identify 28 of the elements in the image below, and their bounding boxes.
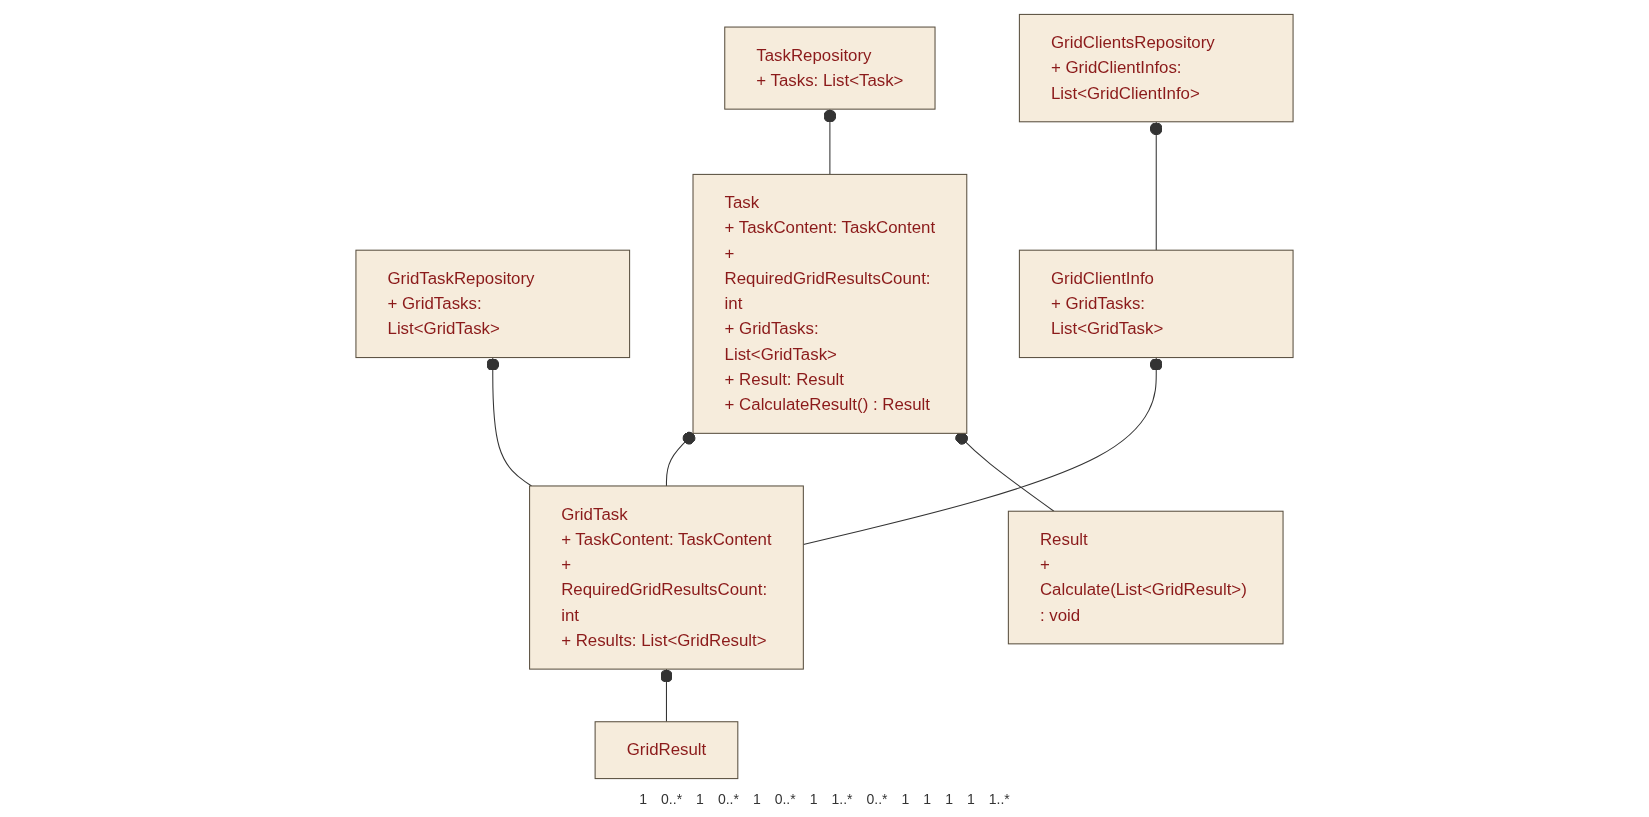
connector bbox=[660, 668, 673, 723]
connector bbox=[1149, 121, 1163, 251]
multiplicity-label: 1 bbox=[945, 791, 953, 807]
node-box: TaskRepository + Tasks: List<Task> bbox=[724, 26, 936, 110]
multiplicity-label: 1 bbox=[809, 791, 818, 807]
multiplicity-label: 0..* bbox=[866, 791, 888, 807]
multiplicity-label: 0..* bbox=[774, 791, 796, 807]
node-box: GridClientInfo + GridTasks: List<GridTask> bbox=[1018, 249, 1294, 359]
node-box: GridTaskRepository + GridTasks: List<GridTask> bbox=[355, 249, 631, 359]
multiplicity-label: 1 bbox=[901, 791, 910, 807]
node-box: Result + Calculate(List<GridResult>) : void bbox=[1007, 510, 1284, 645]
multiplicity-label: 1..* bbox=[988, 791, 1010, 807]
multiplicity-label: 1..* bbox=[831, 791, 853, 807]
connector bbox=[955, 431, 1055, 512]
multiplicity-label: 1 bbox=[752, 791, 761, 807]
connector bbox=[823, 108, 837, 175]
connector bbox=[486, 357, 533, 487]
node-box: GridClientsRepository + GridClientInfos: List<GridClientInfo> bbox=[1018, 13, 1294, 123]
node-box: Task + TaskContent: TaskContent + RequiredGridResultsCount: int + GridTasks: List<GridTask> + Result: Result + CalculateResult() : Result bbox=[692, 173, 968, 434]
multiplicity-label: 1 bbox=[966, 791, 975, 807]
multiplicity-label: 0..* bbox=[717, 791, 739, 807]
multiplicity-label: 1 bbox=[696, 791, 704, 807]
node-box: GridResult bbox=[594, 721, 739, 780]
multiplicity-label: 1 bbox=[639, 791, 648, 807]
node-box: GridTask + TaskContent: TaskContent + RequiredGridResultsCount: int + Results: List<GridResult> bbox=[529, 485, 804, 670]
multiplicity-label: 1 bbox=[923, 791, 932, 807]
connector bbox=[665, 431, 696, 487]
multiplicity-label: 0..* bbox=[661, 791, 683, 807]
